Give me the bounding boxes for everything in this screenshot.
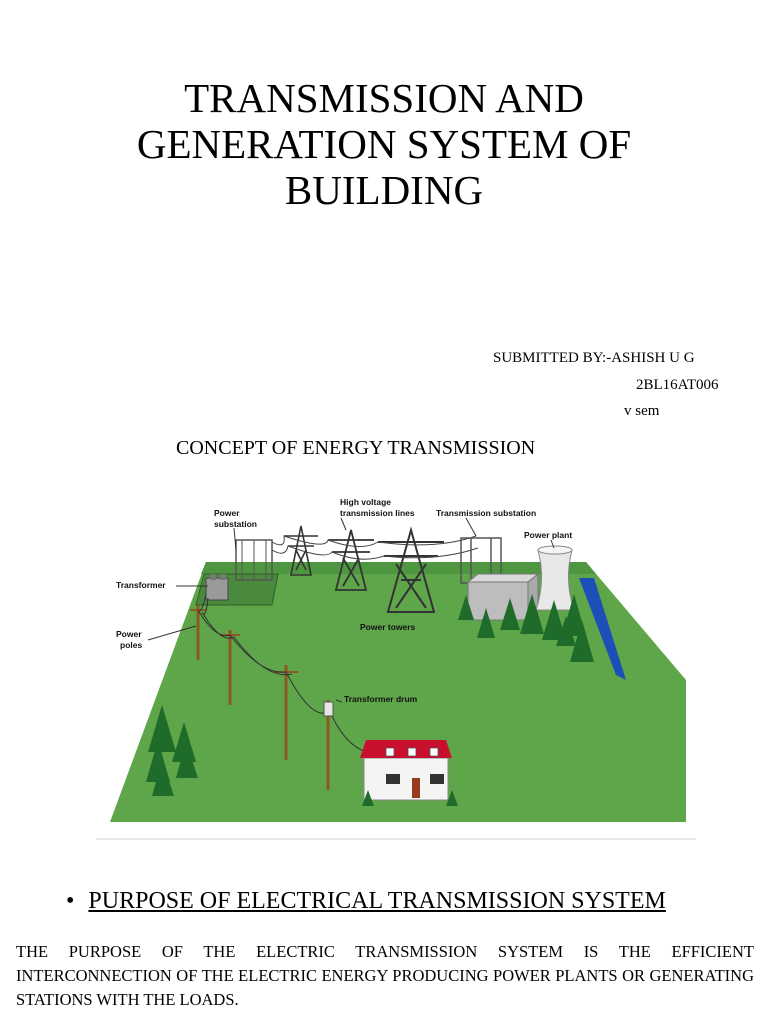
title-line-2: GENERATION SYSTEM OF	[136, 121, 632, 167]
high-voltage-lines	[271, 535, 479, 560]
power-tower-2	[328, 529, 374, 591]
student-usn: 2BL16AT006	[636, 377, 719, 393]
transformer	[205, 574, 229, 601]
document-title: TRANSMISSION AND GENERATION SYSTEM OF BU…	[0, 75, 768, 213]
purpose-heading: PURPOSE OF ELECTRICAL TRANSMISSION SYSTE…	[88, 888, 666, 914]
label-transmission-substation: Transmission substation	[436, 508, 536, 518]
bullet-symbol: •	[66, 888, 75, 914]
label-hv-lines-1: High voltage	[340, 497, 391, 507]
title-line-3: BUILDING	[284, 167, 484, 213]
submitted-by: SUBMITTED BY:-ASHISH U G	[493, 350, 695, 366]
power-tower-3	[378, 526, 444, 613]
title-line-1: TRANSMISSION AND	[184, 75, 584, 121]
label-power-poles-2: poles	[120, 640, 142, 650]
transformer-drum	[323, 701, 334, 717]
energy-transmission-illustration: Power substation High voltage transmissi…	[96, 497, 696, 840]
trees-right	[458, 594, 594, 662]
label-hv-lines-2: transmission lines	[340, 508, 415, 518]
label-power-substation-2: substation	[214, 519, 257, 529]
label-power-towers: Power towers	[360, 622, 416, 632]
ground-plane	[110, 562, 686, 822]
purpose-paragraph: THE PURPOSE OF THE ELECTRIC TRANSMISSION…	[16, 942, 754, 1009]
house	[360, 740, 458, 806]
water-body	[579, 578, 626, 680]
label-leaders	[147, 517, 555, 703]
label-transformer: Transformer	[116, 580, 166, 590]
power-plant	[466, 545, 575, 622]
label-power-substation-1: Power	[214, 508, 240, 518]
semester: v sem	[624, 403, 660, 419]
trees-left	[146, 705, 198, 796]
label-power-plant: Power plant	[524, 530, 572, 540]
label-power-poles-1: Power	[116, 629, 142, 639]
label-transformer-drum: Transformer drum	[344, 694, 418, 704]
concept-heading: CONCEPT OF ENERGY TRANSMISSION	[176, 437, 536, 459]
power-tower-1	[284, 525, 318, 576]
purpose-bullet: • PURPOSE OF ELECTRICAL TRANSMISSION SYST…	[66, 888, 666, 915]
